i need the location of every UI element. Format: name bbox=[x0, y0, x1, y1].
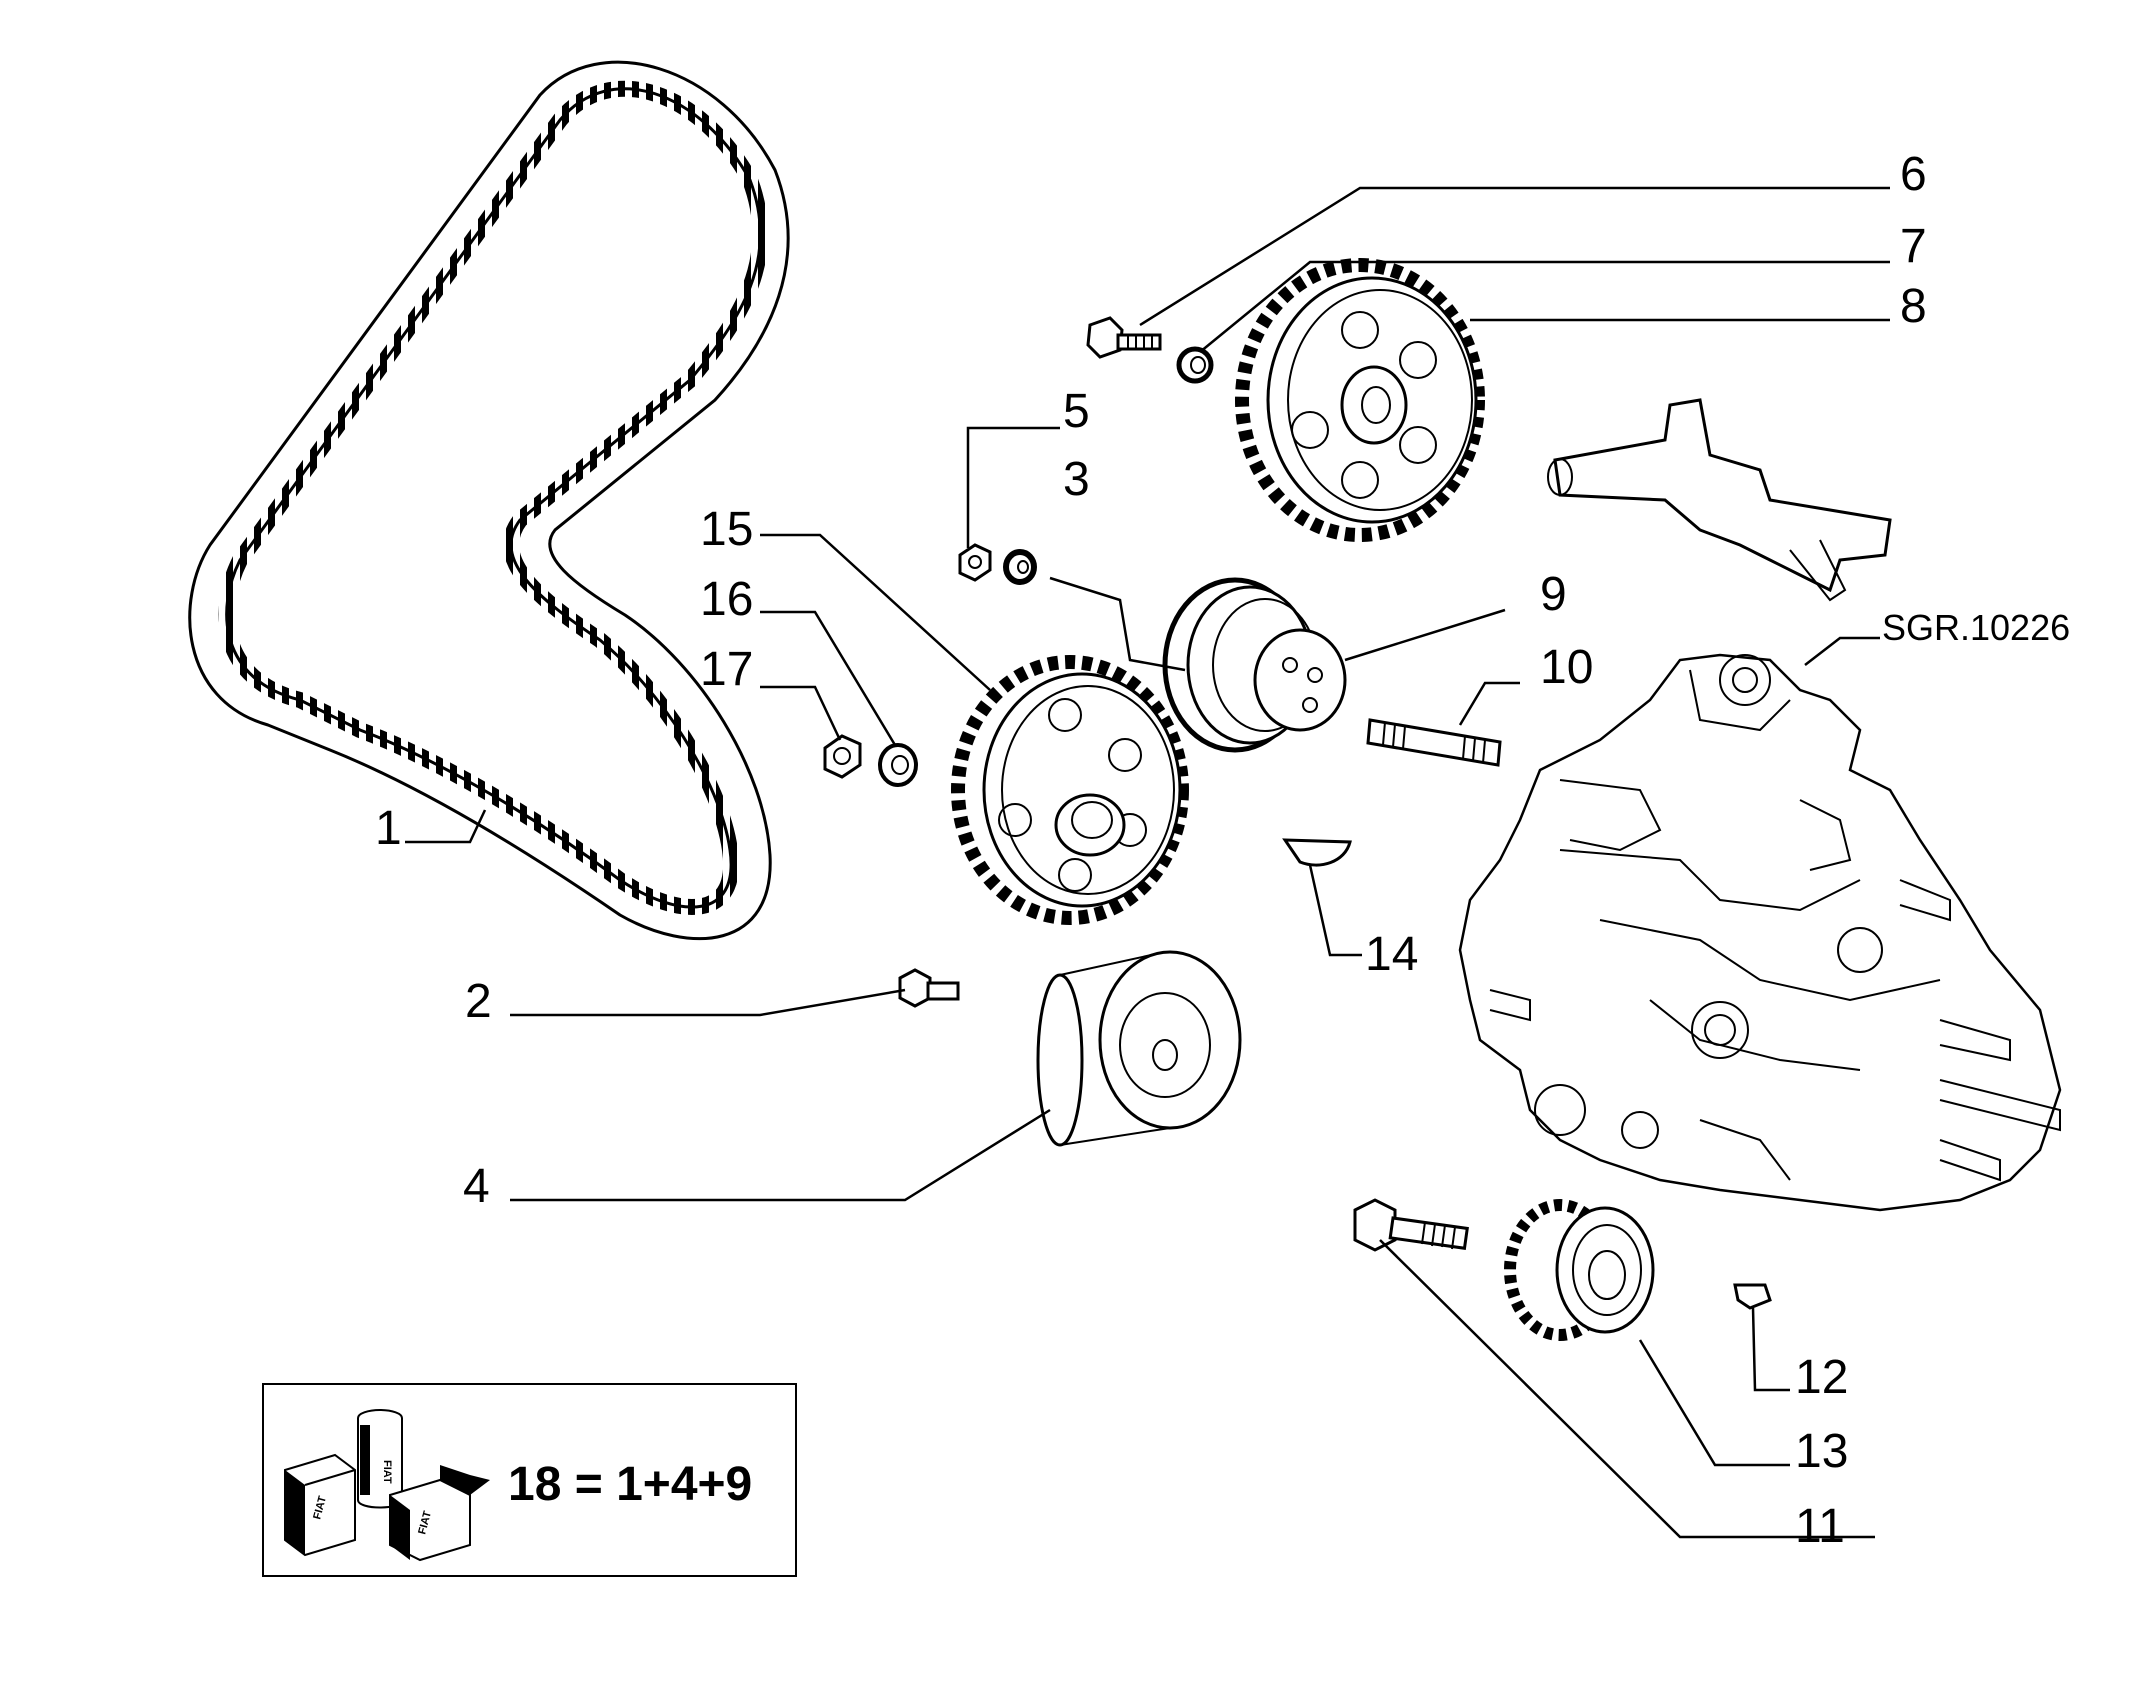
callout-label-10: 10 bbox=[1540, 641, 1593, 694]
bolt-11 bbox=[1353, 1198, 1469, 1252]
washer-3 bbox=[1003, 549, 1037, 585]
callout-label-1: 1 bbox=[375, 802, 402, 855]
callout-label-12: 12 bbox=[1795, 1351, 1848, 1404]
leader-lines bbox=[405, 186, 1890, 1539]
callout-label-7: 7 bbox=[1900, 220, 1927, 273]
callout-label-11: 11 bbox=[1795, 1500, 1845, 1553]
callout-labels: 1 2 3 4 5 6 7 8 9 10 11 12 13 14 15 16 1… bbox=[375, 148, 2070, 1553]
callout-label-4: 4 bbox=[463, 1160, 490, 1213]
callout-label-3: 3 bbox=[1063, 453, 1090, 506]
nut-5 bbox=[958, 543, 992, 582]
reference-code: SGR.10226 bbox=[1882, 607, 2070, 648]
stud-10 bbox=[1366, 718, 1502, 767]
woodruff-key-14 bbox=[1282, 838, 1352, 867]
kit-legend-box: FIAT FIAT FIAT 18 = 1+4+9 bbox=[262, 1383, 797, 1577]
callout-label-9: 9 bbox=[1540, 568, 1567, 621]
camshaft-pulley bbox=[1235, 258, 1485, 542]
idler-roller bbox=[1036, 950, 1242, 1147]
bolt-2 bbox=[898, 968, 960, 1008]
callout-label-15: 15 bbox=[700, 503, 753, 556]
callout-label-6: 6 bbox=[1900, 148, 1927, 201]
pump-pulley bbox=[1504, 1199, 1655, 1341]
kit-formula: 18 = 1+4+9 bbox=[508, 1458, 752, 1511]
callout-label-13: 13 bbox=[1795, 1425, 1848, 1478]
kit-package-icon: FIAT FIAT FIAT bbox=[284, 1409, 490, 1562]
belt-tensioner bbox=[1162, 577, 1347, 753]
nut-17 bbox=[823, 734, 862, 779]
callout-label-8: 8 bbox=[1900, 280, 1927, 333]
washer-7 bbox=[1176, 346, 1214, 384]
kit-icon-brand-1: FIAT bbox=[381, 1460, 393, 1484]
woodruff-key-12 bbox=[1733, 1283, 1772, 1310]
callout-label-14: 14 bbox=[1365, 928, 1418, 981]
kit-icon-brand-2: FIAT bbox=[311, 1495, 329, 1521]
callout-label-17: 17 bbox=[700, 643, 753, 696]
callout-label-16: 16 bbox=[700, 573, 753, 626]
washer-16 bbox=[878, 743, 918, 787]
bolt-6 bbox=[1086, 316, 1162, 359]
timing-belt bbox=[188, 60, 790, 941]
callout-label-2: 2 bbox=[465, 975, 492, 1028]
callout-label-5: 5 bbox=[1063, 385, 1090, 438]
injection-pump bbox=[1458, 653, 2062, 1212]
camshaft bbox=[1547, 398, 1892, 602]
drive-pulley bbox=[951, 655, 1189, 925]
kit-icon-brand-3: FIAT bbox=[416, 1510, 434, 1536]
